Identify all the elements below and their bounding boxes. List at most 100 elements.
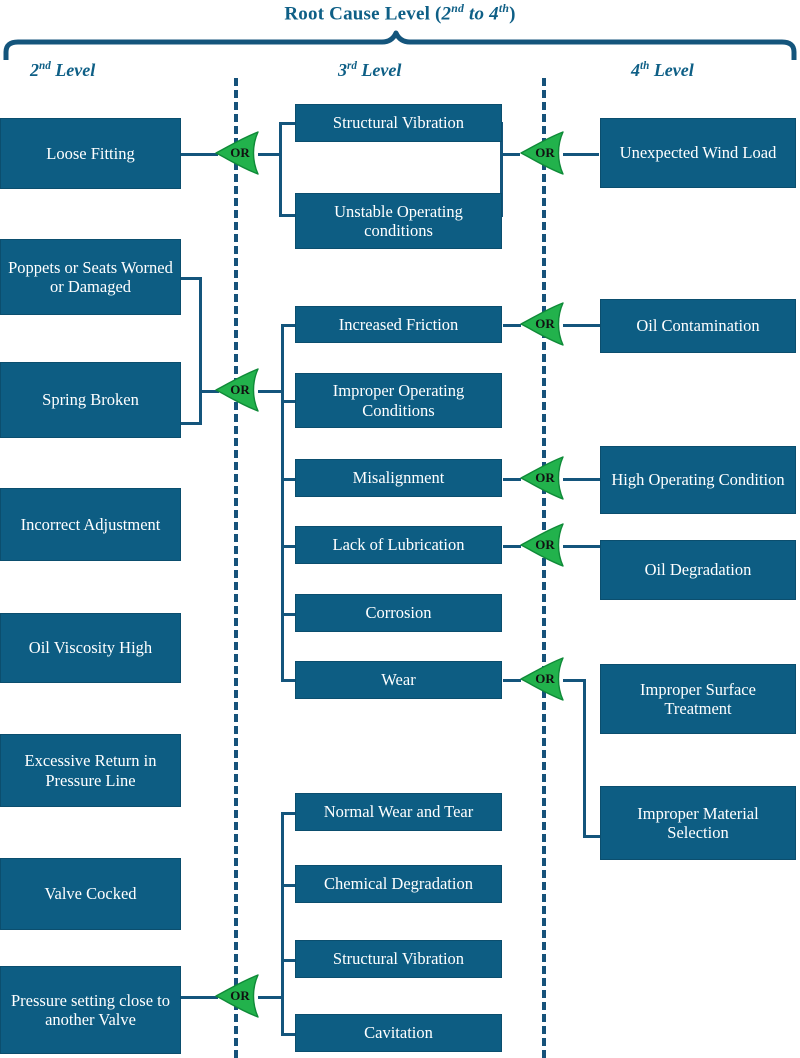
second-level-header: 2nd Level	[30, 60, 95, 81]
node-improper-material-selection[interactable]: Improper Material Selection	[600, 786, 796, 860]
node-excessive-return[interactable]: Excessive Return in Pressure Line	[0, 734, 181, 807]
node-spring-broken[interactable]: Spring Broken	[0, 362, 181, 438]
node-oil-viscosity-high[interactable]: Oil Viscosity High	[0, 613, 181, 683]
node-structural-vibration-2[interactable]: Structural Vibration	[295, 940, 502, 978]
node-loose-fitting[interactable]: Loose Fitting	[0, 118, 181, 189]
node-label: Pressure setting close to another Valve	[10, 990, 170, 1029]
connector-bracket-right-g1	[500, 122, 503, 217]
node-unexpected-wind-load[interactable]: Unexpected Wind Load	[600, 118, 796, 188]
node-corrosion[interactable]: Corrosion	[295, 594, 502, 632]
connector-branch-friction	[281, 324, 297, 327]
third-level-header: 3rd Level	[338, 60, 401, 81]
or-gate-pressure-setting[interactable]: OR	[214, 974, 262, 1018]
node-wear[interactable]: Wear	[295, 661, 502, 699]
node-misalignment[interactable]: Misalignment	[295, 459, 502, 497]
node-lack-of-lubrication[interactable]: Lack of Lubrication	[295, 526, 502, 564]
connector-bracket-top-g1	[279, 122, 297, 125]
level-num: 2	[30, 60, 39, 80]
connector-bracket-left-g1	[279, 122, 282, 217]
node-label: Improper Operating Conditions	[332, 381, 465, 420]
node-label: Incorrect Adjustment	[20, 514, 161, 534]
node-incorrect-adjustment[interactable]: Incorrect Adjustment	[0, 488, 181, 561]
node-oil-contamination[interactable]: Oil Contamination	[600, 299, 796, 353]
node-increased-friction[interactable]: Increased Friction	[295, 306, 502, 343]
level-sup: rd	[347, 60, 357, 72]
connector-wear-to-gate	[503, 679, 521, 682]
connector-spring	[180, 422, 202, 425]
or-gate-high-operating-condition[interactable]: OR	[519, 456, 567, 500]
connector-branch-structvib2	[281, 959, 297, 962]
connector-bracket-bot-g1	[279, 214, 297, 217]
connector-lubrication-to-gate	[503, 545, 521, 548]
connector-gate-oildeg-out	[563, 545, 601, 548]
level-num: 3	[338, 60, 347, 80]
node-cavitation[interactable]: Cavitation	[295, 1014, 502, 1052]
title-close: )	[509, 3, 516, 25]
connector-gate2-out	[563, 153, 599, 156]
connector-branch-corrosion	[281, 613, 297, 616]
connector-gate-highop-out	[563, 478, 601, 481]
node-valve-cocked[interactable]: Valve Cocked	[0, 858, 181, 930]
or-gate-oil-degradation[interactable]: OR	[519, 523, 567, 567]
connector-gate-pressure-out	[258, 996, 284, 999]
node-label: Poppets or Seats Worned or Damaged	[8, 257, 173, 296]
divider-level3-level4	[542, 78, 546, 1058]
node-label: Oil Viscosity High	[28, 638, 153, 658]
connector-loose-fitting	[180, 153, 218, 156]
connector-gate3-out	[258, 390, 284, 393]
node-high-operating-condition[interactable]: High Operating Condition	[600, 446, 796, 514]
connector-branch-chemical	[281, 884, 297, 887]
node-label: Chemical Degradation	[324, 874, 473, 894]
connector-branch-wear	[281, 679, 297, 682]
connector-spine-g3	[281, 812, 284, 1034]
node-label: Lack of Lubrication	[332, 535, 465, 555]
node-label: Oil Degradation	[644, 560, 752, 580]
node-improper-surface-treatment[interactable]: Improper Surface Treatment	[600, 664, 796, 734]
node-label: Structural Vibration	[332, 113, 465, 133]
connector-to-gate2	[500, 153, 520, 156]
node-label: Loose Fitting	[46, 143, 135, 163]
node-label: Spring Broken	[42, 390, 139, 410]
level-sup: th	[640, 60, 650, 72]
node-label: High Operating Condition	[611, 470, 785, 490]
fourth-level-header: 4th Level	[631, 60, 694, 81]
or-gate-loose-fitting[interactable]: OR	[214, 131, 262, 175]
title-range-b: 4	[489, 3, 499, 25]
level-label: Level	[50, 60, 96, 80]
title-range-mid: to	[464, 3, 490, 25]
node-structural-vibration-1[interactable]: Structural Vibration	[295, 104, 502, 142]
node-unstable-operating[interactable]: Unstable Operating conditions	[295, 193, 502, 249]
node-label: Corrosion	[365, 603, 432, 623]
level-num: 4	[631, 60, 640, 80]
node-oil-degradation[interactable]: Oil Degradation	[600, 540, 796, 600]
node-label: Improper Material Selection	[637, 803, 759, 842]
connector-pressure-setting	[180, 996, 218, 999]
or-gate-wear[interactable]: OR	[519, 657, 567, 701]
level-label: Level	[356, 60, 402, 80]
node-pressure-setting[interactable]: Pressure setting close to another Valve	[0, 966, 181, 1054]
connector-spine-g2	[281, 324, 284, 681]
or-gate-oil-contamination[interactable]: OR	[519, 302, 567, 346]
connector-gate-wear-out	[563, 679, 585, 682]
node-poppets-seats[interactable]: Poppets or Seats Worned or Damaged	[0, 239, 181, 315]
connector-bracket-wear-v	[583, 679, 586, 838]
connector-branch-lubrication	[281, 545, 297, 548]
node-improper-operating[interactable]: Improper Operating Conditions	[295, 373, 502, 428]
node-label: Wear	[381, 670, 416, 690]
node-chemical-degradation[interactable]: Chemical Degradation	[295, 865, 502, 903]
connector-branch-improper-op	[281, 400, 297, 403]
or-gate-spring-group[interactable]: OR	[214, 368, 262, 412]
connector-gate-oilcontam-out	[563, 324, 601, 327]
node-label: Oil Contamination	[636, 316, 760, 336]
connector-poppets	[180, 277, 202, 280]
node-label: Unstable Operating conditions	[334, 201, 463, 240]
node-normal-wear-tear[interactable]: Normal Wear and Tear	[295, 793, 502, 831]
connector-branch-normalwear	[281, 812, 297, 815]
node-label: Normal Wear and Tear	[323, 802, 474, 822]
node-label: Valve Cocked	[44, 884, 137, 904]
or-gate-wind-load[interactable]: OR	[519, 131, 567, 175]
node-label: Unexpected Wind Load	[619, 143, 777, 163]
connector-branch-misalign	[281, 478, 297, 481]
connector-misalign-to-gate	[503, 478, 521, 481]
